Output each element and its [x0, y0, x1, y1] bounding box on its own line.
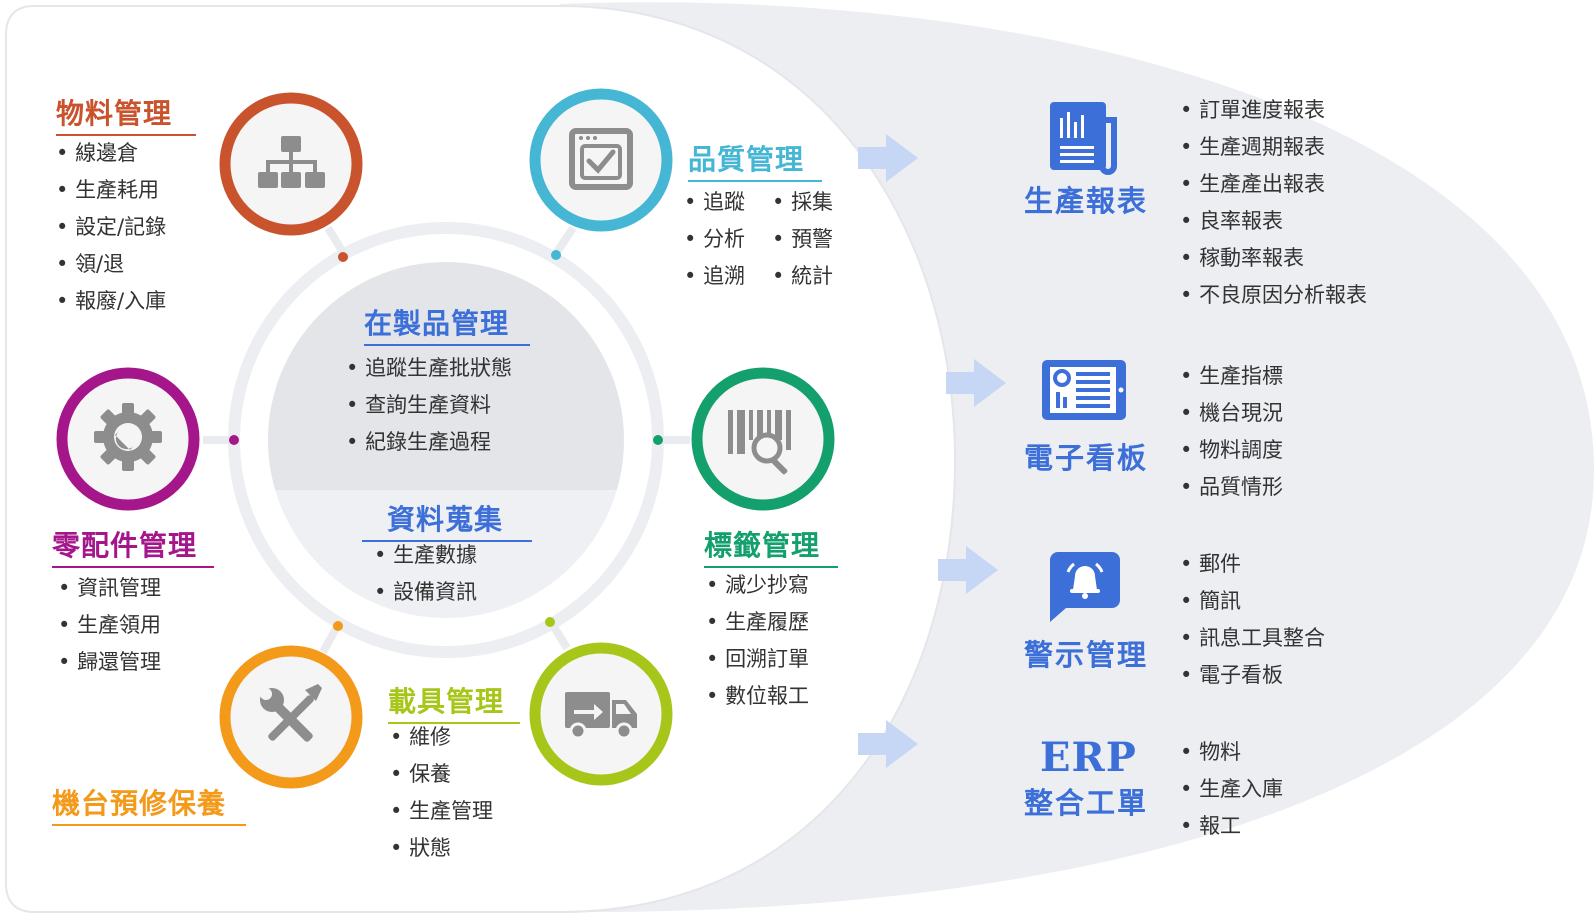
list-item: 報廢/入庫	[56, 283, 166, 320]
list-item: 追蹤生產批狀態	[346, 350, 512, 387]
dashboard-screen-icon	[1042, 360, 1126, 420]
list-item: 生產入庫	[1180, 771, 1283, 808]
material-module-icon	[219, 92, 363, 236]
list-item: 生產產出報表	[1180, 166, 1367, 203]
list-item: 歸還管理	[58, 644, 161, 681]
gear-wrench-icon	[94, 403, 162, 471]
list-item: 分析	[684, 221, 772, 258]
list-item: 保養	[390, 756, 493, 793]
list-item: 生產管理	[390, 793, 493, 830]
list-item: 維修	[390, 719, 493, 756]
list-item: 物料	[1180, 734, 1283, 771]
erp-list: 物料 生產入庫 報工	[1180, 734, 1283, 845]
list-item: 追溯	[684, 258, 772, 295]
list-item: 稼動率報表	[1180, 240, 1367, 277]
list-item: 預警	[772, 221, 852, 258]
machine-title: 機台預修保養	[52, 786, 246, 826]
connector-dot-material	[338, 252, 348, 262]
connector-dot-carrier	[545, 617, 555, 627]
list-item: 查詢生產資料	[346, 387, 512, 424]
parts-module-icon	[56, 367, 200, 511]
list-item: 紀錄生產過程	[346, 424, 512, 461]
report-document-icon	[1050, 102, 1117, 175]
list-item: 訊息工具整合	[1180, 620, 1325, 657]
list-item: 不良原因分析報表	[1180, 277, 1367, 314]
arrow-right-icon	[938, 546, 998, 594]
arrow-right-icon	[946, 359, 1006, 407]
parts-list: 資訊管理 生產領用 歸還管理	[58, 570, 161, 681]
board-list: 生產指標 機台現況 物料調度 品質情形	[1180, 358, 1283, 506]
label-module-icon	[691, 367, 835, 511]
list-item: 訂單進度報表	[1180, 92, 1367, 129]
list-item: 狀態	[390, 830, 493, 867]
erp-subtitle: 整合工單	[1023, 786, 1148, 820]
parts-title: 零配件管理	[52, 528, 214, 568]
connector-dot-label	[653, 435, 663, 445]
list-item: 生產指標	[1180, 358, 1283, 395]
machine-module-icon	[219, 645, 363, 789]
list-item: 生產耗用	[56, 172, 166, 209]
material-list: 線邊倉 生產耗用 設定/記錄 領/退 報廢/入庫	[56, 135, 166, 320]
quality-module-icon	[529, 88, 673, 232]
barcode-magnifier-icon	[728, 410, 791, 475]
label-title: 標籤管理	[704, 528, 838, 568]
wip-title: 在製品管理	[364, 306, 530, 346]
connector-dot-quality	[551, 250, 561, 260]
list-item: 回溯訂單	[706, 641, 809, 678]
collect-title: 資料蒐集	[362, 502, 532, 542]
list-item: 採集	[772, 184, 852, 221]
alarm-bell-icon	[1050, 552, 1120, 622]
list-item: 生產履歷	[706, 604, 809, 641]
report-list: 訂單進度報表 生產週期報表 生產產出報表 良率報表 稼動率報表 不良原因分析報表	[1180, 92, 1367, 314]
arrow-right-icon	[858, 720, 918, 768]
material-title: 物料管理	[56, 96, 196, 136]
list-item: 郵件	[1180, 546, 1325, 583]
connector-dot-machine	[333, 621, 343, 631]
arrow-right-icon	[858, 134, 918, 182]
list-item: 線邊倉	[56, 135, 166, 172]
list-item: 資訊管理	[58, 570, 161, 607]
hierarchy-icon	[258, 136, 325, 188]
list-item: 簡訊	[1180, 583, 1325, 620]
list-item: 電子看板	[1180, 657, 1325, 694]
alert-title: 警示管理	[1023, 638, 1148, 672]
list-item: 生產領用	[58, 607, 161, 644]
list-item: 品質情形	[1180, 469, 1283, 506]
list-item: 生產週期報表	[1180, 129, 1367, 166]
list-item: 領/退	[56, 246, 166, 283]
list-item: 減少抄寫	[706, 567, 809, 604]
list-item: 統計	[772, 258, 852, 295]
list-item: 追蹤	[684, 184, 772, 221]
list-item: 物料調度	[1180, 432, 1283, 469]
list-item: 設備資訊	[374, 574, 477, 611]
tools-icon	[260, 684, 322, 742]
list-item: 生產數據	[374, 537, 477, 574]
carrier-title: 載具管理	[388, 684, 520, 724]
erp-title: ERP	[1040, 734, 1137, 781]
list-item: 報工	[1180, 808, 1283, 845]
list-item: 數位報工	[706, 678, 809, 715]
carrier-list: 維修 保養 生產管理 狀態	[390, 719, 493, 867]
list-item: 設定/記錄	[56, 209, 166, 246]
quality-title: 品質管理	[688, 142, 822, 182]
board-title: 電子看板	[1023, 441, 1148, 475]
carrier-module-icon	[529, 642, 673, 786]
list-item: 良率報表	[1180, 203, 1367, 240]
quality-list: 追蹤 採集 分析 預警 追溯 統計	[684, 184, 852, 295]
connector-dot-parts	[229, 435, 239, 445]
truck-icon	[565, 692, 637, 740]
label-list: 減少抄寫 生產履歷 回溯訂單 數位報工	[706, 567, 809, 715]
wip-list: 追蹤生產批狀態 查詢生產資料 紀錄生產過程	[346, 350, 512, 461]
report-title: 生產報表	[1023, 184, 1148, 218]
collect-list: 生產數據 設備資訊	[374, 537, 477, 611]
list-item: 機台現況	[1180, 395, 1283, 432]
alert-list: 郵件 簡訊 訊息工具整合 電子看板	[1180, 546, 1325, 694]
checkbox-window-icon	[569, 128, 633, 190]
